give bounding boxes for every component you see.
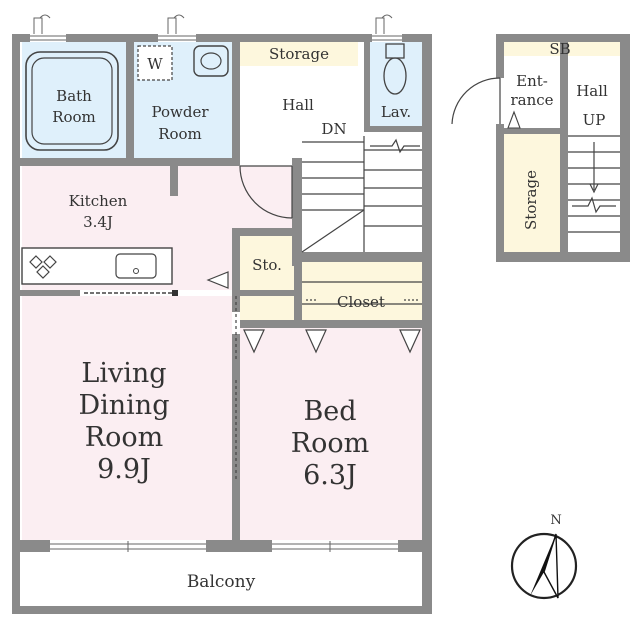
wall-hall-lav: [364, 42, 370, 128]
closet-fill: [302, 262, 422, 326]
hall-label: Hall: [282, 96, 314, 114]
wall-left: [12, 34, 20, 614]
wall-top-left: [12, 34, 30, 42]
lower-wall-mid: [560, 42, 568, 252]
entrance-label-2: rance: [510, 91, 553, 109]
balcony-label: Balcony: [187, 572, 256, 592]
bed-label-2: Room: [291, 428, 369, 459]
lower-hall-label: Hall: [576, 82, 608, 100]
lower-storage-label: Storage: [522, 170, 540, 230]
kitchen-label-1: Kitchen: [69, 192, 128, 210]
storage-top-fill: [240, 42, 358, 66]
entrance-label-1: Ent-: [516, 72, 548, 90]
kitchen-counter: [21, 247, 178, 296]
compass: [510, 532, 578, 600]
wall-powder-hall: [232, 42, 240, 166]
stove-icon: [29, 255, 57, 279]
wall-balcony-top-b: [206, 540, 272, 552]
compass-north-label: N: [550, 513, 561, 528]
lower-wall-top: [496, 34, 630, 42]
wall-sto-bottom: [240, 290, 294, 296]
wall-lav-bottom: [364, 126, 422, 132]
bed-label-3: 6.3J: [303, 460, 357, 491]
bath-label-2: Room: [52, 108, 96, 126]
lower-wall-left-bottom: [496, 124, 504, 262]
hall-door: [239, 165, 293, 219]
wall-closet-bottom: [240, 320, 422, 328]
living-fill: [22, 296, 232, 540]
up-label: UP: [583, 111, 606, 129]
labels: Bath Room W Powder Room Storage Hall DN …: [52, 40, 608, 592]
sto-label: Sto.: [252, 256, 282, 274]
wall-sto-right: [294, 228, 302, 328]
lower-entrance-door: [451, 77, 501, 125]
wall-top-b: [196, 34, 372, 42]
wall-right: [422, 34, 432, 614]
top-windows: [30, 14, 402, 41]
living-label-1: Living: [81, 358, 166, 389]
wall-sto-left: [232, 228, 240, 312]
bed-label-1: Bed: [303, 396, 356, 427]
wall-top-c: [402, 34, 432, 42]
toilet-icon: [383, 43, 407, 95]
bed-fill: [240, 328, 422, 540]
wall-stair-bottom: [292, 252, 422, 262]
wall-bath-powder: [126, 42, 134, 158]
wall-stair-left: [292, 158, 302, 266]
living-label-2: Dining: [79, 390, 170, 421]
wall-kitchen-stub: [170, 166, 178, 196]
wall-living-bed: [232, 334, 240, 544]
lav-fill: [370, 42, 422, 128]
wall-wet-bottom: [20, 158, 240, 166]
living-door-mark: [206, 271, 237, 480]
lav-label: Lav.: [381, 103, 411, 121]
balcony-windows: [50, 541, 398, 552]
wall-bottom: [12, 606, 432, 614]
lower-wall-right: [620, 34, 630, 262]
washer-label: W: [147, 55, 163, 73]
walls: [12, 34, 432, 614]
balcony-fill: [20, 556, 422, 606]
powder-label-2: Room: [158, 125, 202, 143]
bathtub-icon: [25, 51, 119, 151]
wall-top-a: [66, 34, 158, 42]
washer-box: [137, 45, 173, 81]
lower-stairs-up: [568, 135, 620, 233]
lower-entrance-mark: [507, 110, 521, 129]
stairs-down: [301, 136, 422, 253]
living-label-3: Room: [85, 422, 163, 453]
lower-wall-left-top: [496, 34, 504, 78]
north-arrow-icon: [530, 533, 559, 599]
lower-wall-storage-top: [504, 128, 560, 134]
closet-small-fill: [240, 296, 294, 320]
living-label-4: 9.9J: [97, 454, 151, 485]
closet-doors: [243, 281, 422, 354]
wall-kitchen-bottom: [20, 290, 80, 296]
sb-label: SB: [549, 40, 570, 58]
wall-balcony-top-c: [398, 540, 422, 552]
wash-basin-icon: [193, 45, 229, 77]
lower-floor: [451, 34, 630, 262]
kitchen-label-2: 3.4J: [83, 213, 113, 231]
dn-label: DN: [321, 120, 346, 138]
sto-fill: [240, 236, 294, 292]
lower-wall-bottom: [496, 252, 630, 262]
powder-label-1: Powder: [151, 103, 209, 121]
storage-top-label: Storage: [269, 45, 329, 63]
wall-sto-top: [232, 228, 294, 236]
wall-balcony-top-a: [20, 540, 50, 552]
closet-label: Closet: [337, 293, 385, 311]
lower-storage-fill: [504, 134, 560, 252]
bath-label-1: Bath: [56, 87, 92, 105]
